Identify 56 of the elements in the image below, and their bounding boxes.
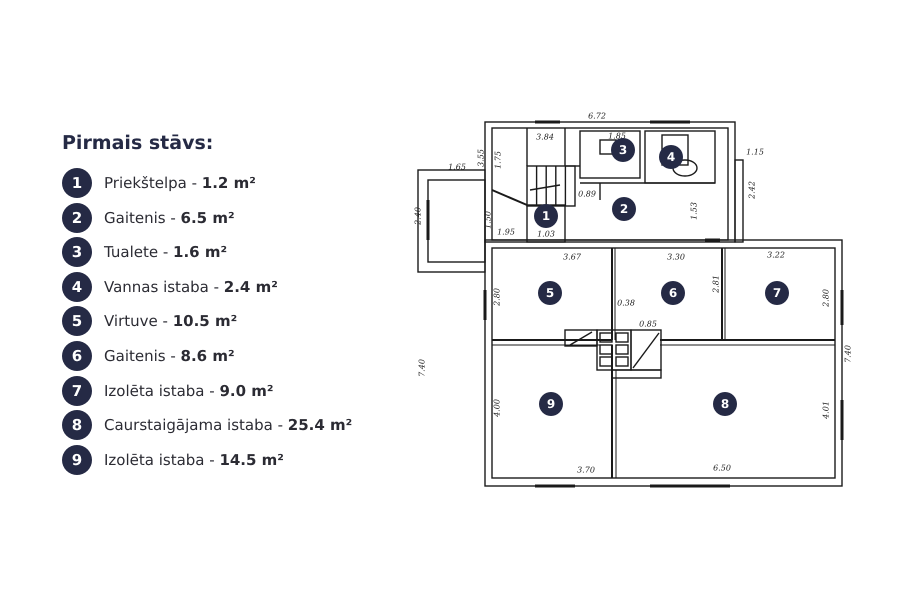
dimension-label: 3.70 (577, 466, 595, 474)
room-legend-text: Tualete - 1.6 m² (104, 243, 228, 262)
number-badge: 6 (62, 341, 92, 371)
dimension-label: 3.55 (476, 149, 486, 167)
dimension-label: 2.80 (822, 289, 830, 307)
dimension-label: 7.40 (844, 345, 852, 363)
room-legend-text: Izolēta istaba - 14.5 m² (104, 450, 284, 469)
room-legend-text: Caurstaigājama istaba - 25.4 m² (104, 416, 352, 434)
room-legend-text: Izolēta istaba - 9.0 m² (104, 382, 274, 400)
number-badge: 5 (62, 306, 92, 336)
room-legend-text: Gaitenis - 6.5 m² (104, 208, 235, 227)
dimension-label: 1.65 (448, 162, 466, 172)
number-badge: 9 (62, 444, 92, 475)
callout-number: 6 (661, 281, 685, 305)
number-badge: 1 (62, 168, 92, 198)
dimension-label: 3.67 (563, 252, 581, 262)
dimension-label: 2.40 (414, 207, 422, 225)
callout-number: 5 (538, 281, 562, 305)
room-legend-text: Vannas istaba - 2.4 m² (104, 278, 278, 296)
dimension-label: 0.85 (639, 320, 657, 328)
dimension-label: 6.72 (588, 112, 606, 120)
room-legend-text: Gaitenis - 8.6 m² (104, 347, 235, 365)
dimension-label: 1.15 (746, 148, 764, 156)
dimension-label: 4.01 (822, 401, 830, 419)
number-badge: 4 (62, 272, 92, 302)
dimension-label: 1.85 (608, 132, 626, 140)
dimension-label: 3.30 (667, 252, 685, 262)
list-heading: Pirmais stāvs: (62, 132, 214, 154)
callout-number: 4 (659, 145, 683, 169)
number-badge: 2 (62, 202, 92, 233)
room-legend-text: Priekštelpa - 1.2 m² (104, 174, 256, 192)
number-badge: 3 (62, 237, 92, 268)
dimension-label: 1.75 (494, 151, 502, 169)
dimension-label: 2.42 (748, 181, 756, 199)
callout-number: 9 (539, 392, 563, 416)
dimension-label: 1.95 (497, 228, 515, 236)
dimension-label: 2.81 (712, 275, 720, 293)
dimension-label: 1.53 (690, 202, 698, 220)
dimension-label: 3.84 (536, 132, 554, 142)
dimension-label: 4.00 (492, 399, 502, 417)
number-badge: 8 (62, 410, 92, 440)
dimension-label: 7.40 (418, 359, 426, 377)
dimension-label: 0.38 (617, 298, 635, 308)
callout-number: 2 (612, 197, 636, 221)
dimension-label: 3.22 (767, 250, 785, 260)
callout-number: 7 (765, 281, 789, 305)
dimension-label: 6.50 (713, 464, 731, 472)
callout-number: 3 (611, 138, 635, 162)
dimension-label: 1.03 (537, 230, 555, 238)
room-legend-text: Virtuve - 10.5 m² (104, 312, 238, 330)
callout-number: 1 (534, 204, 558, 228)
dimension-label: 0.89 (578, 190, 596, 198)
dimension-label: 1.50 (484, 211, 492, 229)
dimension-label: 2.80 (492, 288, 502, 306)
callout-number: 8 (713, 392, 737, 416)
number-badge: 7 (62, 376, 92, 406)
